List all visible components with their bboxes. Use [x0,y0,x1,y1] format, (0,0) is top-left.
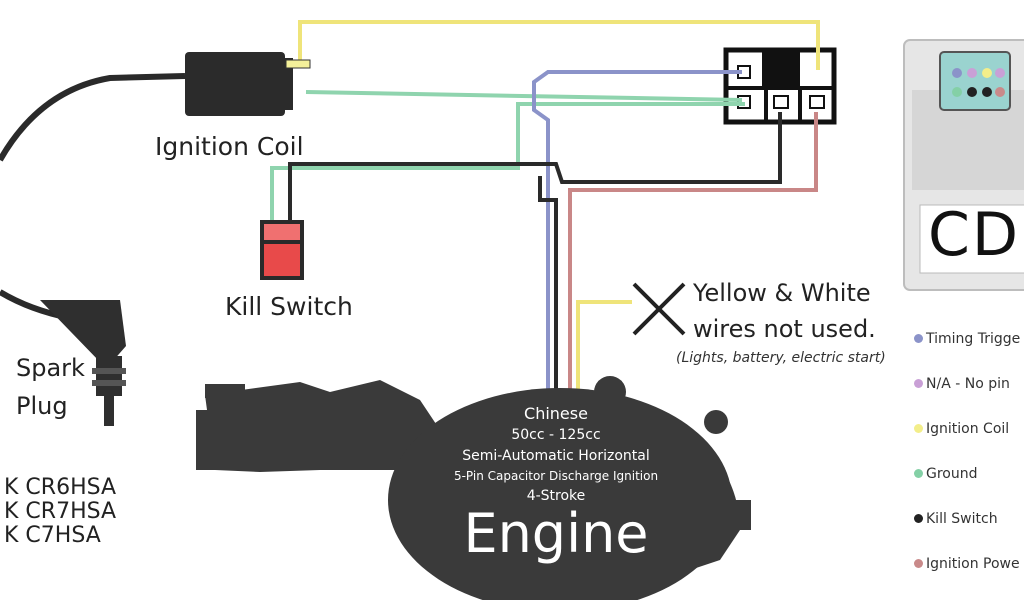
plug-model-3: K C7HSA [4,523,101,548]
legend-item-ground: Ground [914,466,978,482]
cdi-label: CDI [928,200,1024,270]
engine-icon [196,376,751,600]
legend-dot [914,559,923,568]
legend-item-timing-trigger: Timing Trigge [914,331,1020,347]
kill-switch-label: Kill Switch [225,292,353,321]
red-wire [568,112,818,395]
engine-line-3: Semi-Automatic Horizontal [462,448,650,464]
yellow-unused-wire [576,300,632,395]
plug-model-2: K CR7HSA [4,499,117,524]
legend-dot [914,424,923,433]
legend-label: N/A - No pin [926,376,1010,392]
engine-text-block: Chinese 50cc - 125cc Semi-Automatic Hori… [426,404,686,574]
kill-switch-icon [260,220,304,280]
legend-dot [914,334,923,343]
cdi-module [903,39,1024,291]
yellow-wire [298,20,820,70]
spark-plug-icon [0,289,126,426]
wires [270,20,820,395]
legend-item-ignition-coil: Ignition Coil [914,421,1009,437]
green-wire-coil [305,90,743,102]
engine-title: Engine [463,502,649,565]
black-wire-engine [538,176,558,395]
legend-dot [914,469,923,478]
legend-label: Ground [926,466,978,482]
legend-item-na: N/A - No pin [914,376,1010,392]
ignition-coil-label: Ignition Coil [155,132,304,161]
ignition-coil-icon [0,52,311,162]
legend-item-kill-switch: Kill Switch [914,511,998,527]
legend-label: Ignition Powe [926,556,1020,572]
legend-dot [914,379,923,388]
black-wire-kill [288,112,782,220]
legend-label: Ignition Coil [926,421,1010,437]
legend-label: Kill Switch [926,511,998,527]
engine-line-1: Chinese [524,404,588,423]
spark-plug-label-line2: Plug [16,392,68,420]
green-wire-kill [270,102,745,220]
engine-line-4: 5-Pin Capacitor Discharge Ignition [453,469,659,483]
engine-line-2: 50cc - 125cc [511,427,601,443]
blue-wire [532,70,742,395]
spark-plug-label-line1: Spark [16,354,85,382]
unused-wires-note-sub: (Lights, battery, electric start) [676,350,886,366]
plug-model-1: K CR6HSA [4,475,117,500]
x-mark-icon [632,282,686,336]
engine-line-5: 4-Stroke [526,488,586,504]
unused-wires-note-line1: Yellow & White [693,279,871,307]
legend-item-ignition-power: Ignition Powe [914,556,1020,572]
legend-label: Timing Trigge [926,331,1021,347]
unused-wires-note-line2: wires not used. [693,315,876,343]
legend-dot [914,514,923,523]
